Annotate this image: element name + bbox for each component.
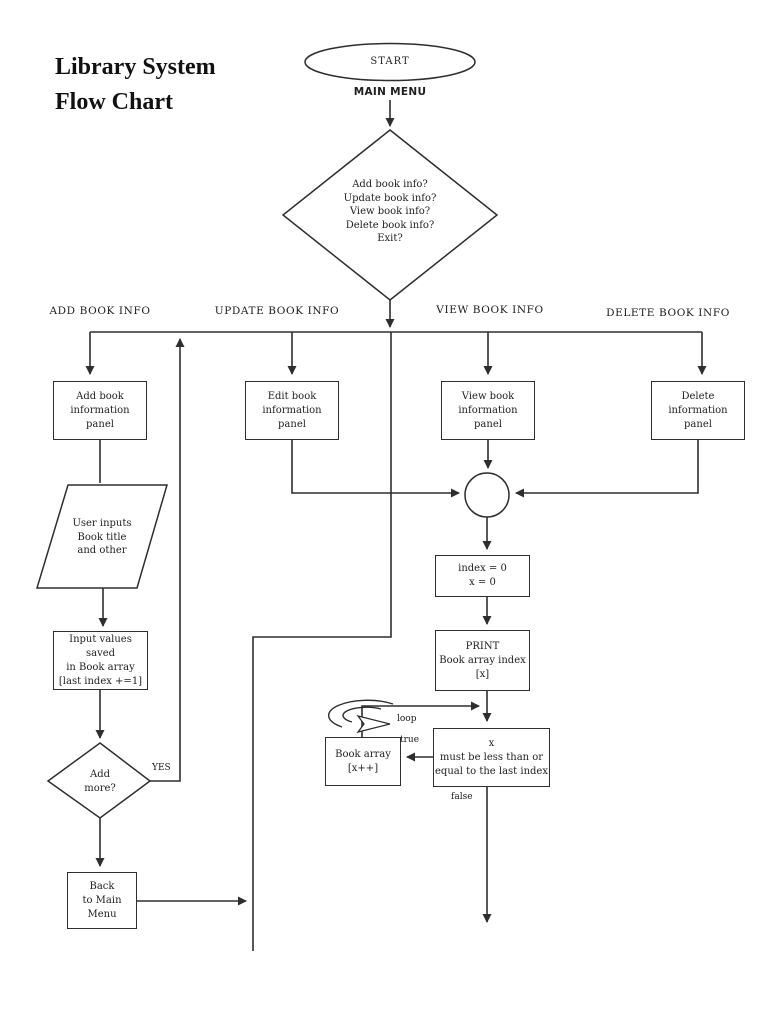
- view-panel-node: View book information panel: [441, 381, 535, 440]
- loop-arrow-icon: [328, 699, 394, 734]
- menu-decision-text: Add book info? Update book info? View bo…: [343, 179, 437, 244]
- junction-circle-shape: [464, 472, 510, 518]
- loop-edge-label: loop: [397, 714, 417, 724]
- save-values-node: Input values saved in Book array [last i…: [53, 631, 148, 690]
- edge-main-menu-return: [252, 332, 392, 951]
- main-menu-label: MAIN MENU: [353, 86, 427, 98]
- back-to-main-node: Back to Main Menu: [67, 872, 137, 929]
- print-array-node: PRINT Book array index [x]: [435, 630, 530, 691]
- edge-deletepanel-to-junction: [515, 440, 699, 498]
- user-inputs-text: User inputs Book title and other: [72, 518, 132, 556]
- false-edge-label: false: [451, 792, 473, 802]
- true-edge-label: true: [400, 735, 420, 745]
- start-terminator-shape: [304, 42, 476, 82]
- delete-panel-node: Delete information panel: [651, 381, 745, 440]
- yes-edge-label: YES: [152, 763, 171, 773]
- book-array-increment-node: Book array [x++]: [325, 737, 401, 786]
- loop-condition-node: x must be less than or equal to the last…: [433, 728, 550, 787]
- branch-label-delete: DELETE BOOK INFO: [606, 307, 730, 319]
- page-title: Library System Flow Chart: [55, 54, 216, 115]
- start-node-label: START: [370, 56, 410, 67]
- user-inputs-parallelogram-shape: [35, 484, 168, 589]
- add-panel-node: Add book information panel: [53, 381, 147, 440]
- branch-label-add: ADD BOOK INFO: [49, 305, 151, 317]
- edit-panel-node: Edit book information panel: [245, 381, 339, 440]
- branch-label-update: UPDATE BOOK INFO: [214, 305, 340, 317]
- add-more-text: Add more?: [84, 769, 116, 794]
- branch-label-view: VIEW BOOK INFO: [436, 304, 544, 316]
- init-index-node: index = 0 x = 0: [435, 555, 530, 597]
- edge-editpanel-to-junction: [291, 440, 460, 498]
- edge-yes-return: [149, 338, 185, 782]
